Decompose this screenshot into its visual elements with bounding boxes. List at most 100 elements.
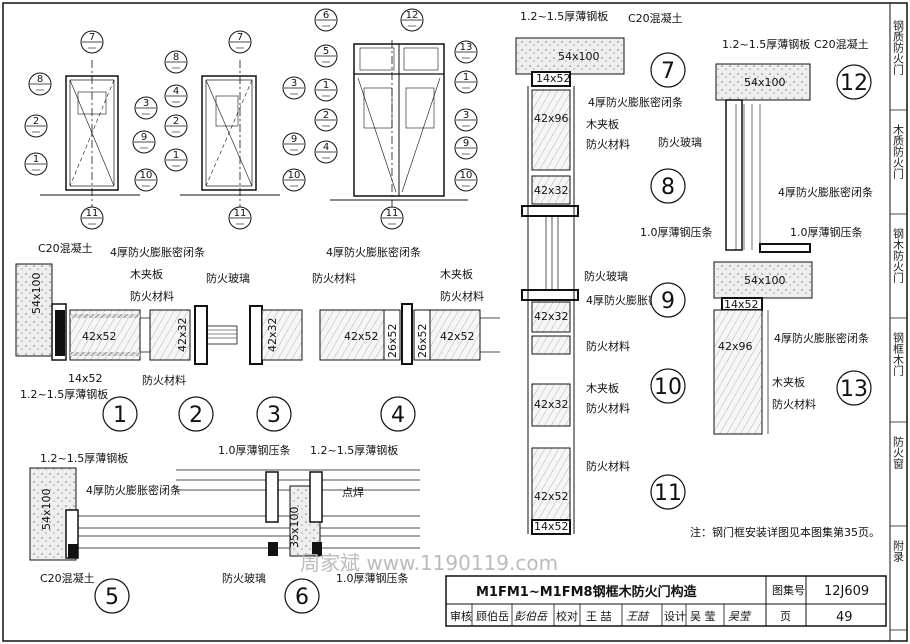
dim-42x96-1: 42x96 bbox=[534, 112, 569, 125]
dim-26x52-2: 26x52 bbox=[416, 323, 429, 358]
label-spot-weld: 点焊 bbox=[342, 485, 364, 499]
designer-name: 吴 莹 bbox=[690, 610, 716, 623]
label-c20-4: C20混凝土 bbox=[814, 37, 869, 51]
label-fire-material-5: 防火材料 bbox=[586, 137, 630, 151]
reviewer-name: 顾伯岳 bbox=[476, 609, 509, 623]
label-c20-3: C20混凝土 bbox=[628, 11, 683, 25]
callout-e13: 13 bbox=[454, 40, 478, 64]
callout-number: 4 bbox=[173, 86, 179, 97]
designer-signature: 吴莹 bbox=[728, 610, 752, 623]
callout-e8: 8 bbox=[28, 72, 52, 96]
dim-42x52-4: 42x52 bbox=[534, 490, 569, 503]
label-plywood-3: 木夹板 bbox=[586, 117, 619, 131]
side-strip-item: 防火窗 bbox=[892, 435, 905, 470]
label-fire-material-3: 防火材料 bbox=[312, 271, 356, 285]
callout-number: 11 bbox=[386, 208, 399, 219]
detail-circle-13: 13 bbox=[836, 370, 872, 406]
callout-number: 9 bbox=[463, 138, 469, 149]
label-steel-1: 1.2~1.5厚薄钢板 bbox=[20, 387, 108, 401]
callout-e11: 11 bbox=[380, 206, 404, 230]
callout-e3: 3 bbox=[282, 76, 306, 100]
callout-number: 13 bbox=[460, 42, 473, 53]
side-strip-item: 钢质防火门 bbox=[892, 20, 905, 76]
label-fire-glass-4: 防火玻璃 bbox=[658, 135, 702, 149]
atlas-number: 12J609 bbox=[824, 584, 869, 599]
callout-e11: 11 bbox=[80, 206, 104, 230]
callout-e10: 10 bbox=[134, 168, 158, 192]
callout-number: 3 bbox=[291, 78, 297, 89]
callout-e1: 1 bbox=[314, 78, 338, 102]
dim-54x100-3: 54x100 bbox=[558, 50, 600, 63]
elevation-double-door bbox=[330, 40, 468, 220]
detail-number: 11 bbox=[654, 481, 682, 506]
callout-number: 2 bbox=[33, 116, 39, 127]
detail-circle-5: 5 bbox=[94, 578, 130, 614]
callout-number: 1 bbox=[173, 150, 179, 161]
vertical-section-7-11 bbox=[515, 37, 625, 535]
label-strip-2: 4厚防火膨胀密闭条 bbox=[326, 245, 421, 259]
label-fire-material-9: 防火材料 bbox=[772, 397, 816, 411]
checker-signature: 王喆 bbox=[626, 610, 650, 623]
detail-circle-9: 9 bbox=[650, 282, 686, 318]
dim-54x100-1: 54x100 bbox=[30, 272, 43, 314]
callout-number: 2 bbox=[173, 116, 179, 127]
label-plywood-5: 木夹板 bbox=[772, 375, 805, 389]
elevation-single-door bbox=[40, 60, 140, 220]
callout-e9: 9 bbox=[282, 132, 306, 156]
detail-number: 3 bbox=[267, 403, 281, 428]
detail-circle-11: 11 bbox=[650, 474, 686, 510]
detail-number: 8 bbox=[661, 175, 675, 200]
callout-e4: 4 bbox=[164, 84, 188, 108]
installation-note: 注：钢门框安装详图见本图集第35页。 bbox=[690, 525, 880, 539]
dim-14x52-4: 14x52 bbox=[724, 298, 759, 311]
callout-number: 10 bbox=[140, 170, 153, 181]
atlas-label: 图集号 bbox=[772, 583, 805, 597]
label-steel-4: 1.2~1.5厚薄钢板 bbox=[520, 9, 608, 23]
dim-26x52-1: 26x52 bbox=[386, 323, 399, 358]
callout-number: 1 bbox=[323, 80, 329, 91]
label-fire-material-4: 防火材料 bbox=[440, 289, 484, 303]
callout-number: 3 bbox=[143, 98, 149, 109]
dim-42x32-1: 42x32 bbox=[176, 317, 189, 352]
callout-number: 7 bbox=[237, 32, 243, 43]
text-labels: C20混凝土 4厚防火膨胀密闭条 木夹板 防火材料 防火玻璃 防火材料 1.2~… bbox=[20, 9, 873, 585]
label-fire-material-6: 防火材料 bbox=[586, 339, 630, 353]
elevation-single-door-2 bbox=[180, 60, 280, 220]
dim-42x52-1: 42x52 bbox=[82, 330, 117, 343]
side-strip-item: 钢木防火门 bbox=[892, 228, 905, 284]
callout-number: 9 bbox=[291, 134, 297, 145]
dim-42x52-2: 42x52 bbox=[344, 330, 379, 343]
callout-e11: 11 bbox=[228, 206, 252, 230]
label-press-2: 1.0厚薄钢压条 bbox=[336, 571, 409, 585]
dim-54x100-4: 54x100 bbox=[744, 76, 786, 89]
detail-number: 6 bbox=[295, 585, 309, 610]
callout-e2: 2 bbox=[164, 114, 188, 138]
callout-e8: 8 bbox=[164, 50, 188, 74]
callout-e1: 1 bbox=[164, 148, 188, 172]
section-details-5-6 bbox=[29, 467, 420, 561]
callout-number: 1 bbox=[33, 154, 39, 165]
label-press-1: 1.0厚薄钢压条 bbox=[218, 443, 291, 457]
callout-number: 9 bbox=[141, 132, 147, 143]
label-c20-2: C20混凝土 bbox=[40, 571, 95, 585]
callout-e9: 9 bbox=[132, 130, 156, 154]
vertical-section-12-13 bbox=[713, 63, 813, 435]
dim-42x32-3: 42x32 bbox=[534, 184, 569, 197]
side-strip-item: 木质防火门 bbox=[892, 124, 905, 180]
callout-e9: 9 bbox=[454, 136, 478, 160]
dim-54x100-2: 54x100 bbox=[40, 488, 53, 530]
callout-number: 1 bbox=[463, 72, 469, 83]
detail-circle-6: 6 bbox=[284, 578, 320, 614]
dim-42x52-3: 42x52 bbox=[440, 330, 475, 343]
callout-number: 10 bbox=[460, 170, 473, 181]
side-strip-item: 附录 bbox=[892, 539, 905, 562]
callout-number: 12 bbox=[406, 10, 419, 21]
label-steel-3: 1.2~1.5厚薄钢板 bbox=[310, 443, 398, 457]
callout-e2: 2 bbox=[24, 114, 48, 138]
callout-number: 4 bbox=[323, 142, 329, 153]
label-steel-2: 1.2~1.5厚薄钢板 bbox=[40, 451, 128, 465]
detail-circle-7: 7 bbox=[650, 52, 686, 88]
